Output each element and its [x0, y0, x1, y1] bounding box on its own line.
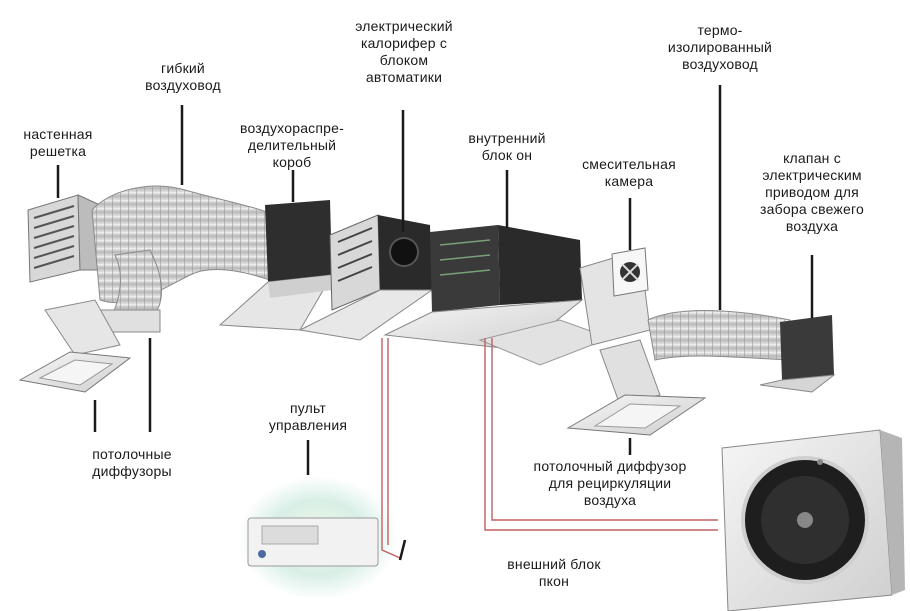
label-flexible-duct: гибкий воздуховод — [145, 60, 221, 93]
label-wall-grille: настенная решетка — [23, 126, 93, 159]
ceiling-diffuser-left — [18, 299, 132, 393]
outdoor-unit-part — [721, 429, 905, 611]
label-indoor-unit: внутренний блок он — [468, 130, 546, 163]
refrigerant-lines — [381, 338, 718, 559]
fresh-air-valve-part — [759, 315, 836, 393]
label-fresh-air-valve: клапан с электрическим приводом для забо… — [760, 150, 864, 234]
label-ceiling-diffusers: потолочные диффузоры — [92, 446, 172, 479]
label-outdoor-unit: внешний блок пкон — [507, 556, 601, 589]
label-recirculation-diffuser: потолочный диффузор для рециркуляции воз… — [533, 458, 687, 508]
indoor-unit-part — [383, 225, 612, 366]
ceiling-diffuser-right — [566, 339, 707, 436]
label-electric-heater: электрический калорифер с блоком автомат… — [355, 18, 453, 85]
label-mixing-chamber: смесительная камера — [582, 156, 676, 189]
wall-grille-part — [27, 194, 101, 283]
mixing-chamber-part — [579, 247, 651, 346]
leader-lines — [56, 85, 814, 561]
label-distribution-box: воздухораспре- делительный короб — [239, 120, 344, 170]
label-insulated-duct: термо- изолированный воздуховод — [667, 22, 773, 72]
label-remote-control: пульт управления — [268, 400, 348, 433]
remote-control-part — [238, 476, 398, 600]
distribution-box-part — [218, 200, 333, 331]
insulated-duct-part — [647, 310, 793, 361]
electric-heater-part — [298, 214, 434, 341]
